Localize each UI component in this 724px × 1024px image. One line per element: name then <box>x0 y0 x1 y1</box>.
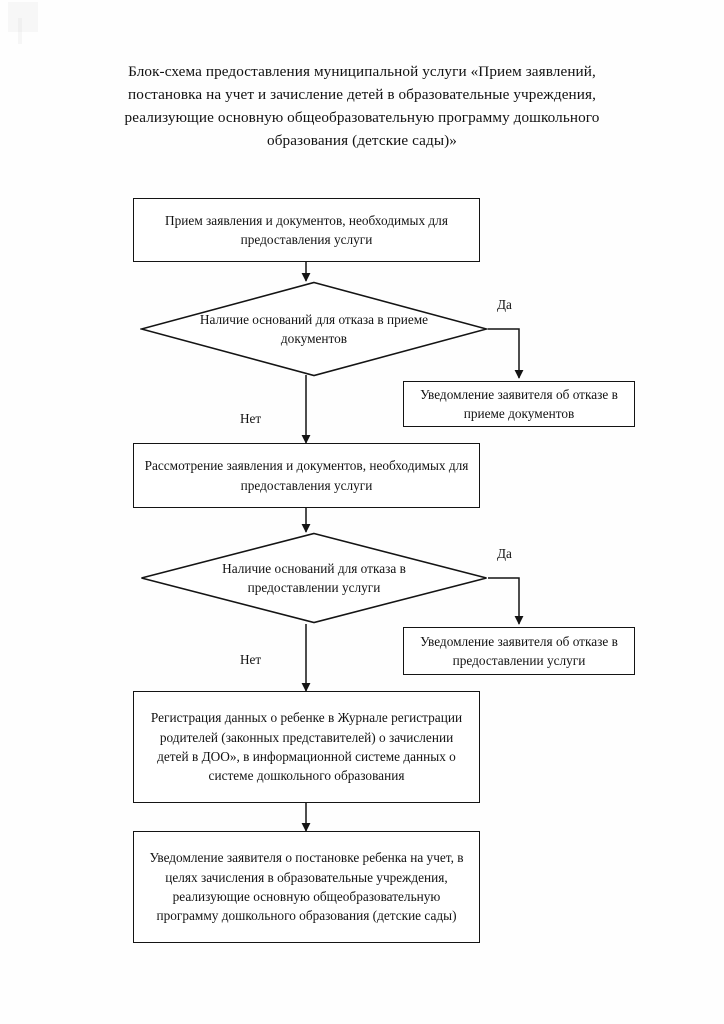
edge-d2-n4 <box>488 577 524 625</box>
edge-label-yes-2: Да <box>497 546 512 561</box>
flow-node-text: Рассмотрение заявления и документов, нео… <box>144 458 469 493</box>
edge-d1-n2 <box>488 328 524 379</box>
edge-label-yes-1: Да <box>497 297 512 312</box>
flow-node-notice-refuse-intake[interactable]: Уведомление заявителя об отказе в приеме… <box>403 381 635 427</box>
title-line-3: реализующие основную общеобразовательную… <box>124 109 600 127</box>
edge-label-no-2: Нет <box>240 652 262 667</box>
flow-node-process-review[interactable]: Рассмотрение заявления и документов, нео… <box>133 443 480 508</box>
flow-node-text: Прием заявления и документов, необходимы… <box>165 212 448 247</box>
flow-node-decision-refuse-service[interactable]: Наличие оснований для отказа в предостав… <box>140 532 488 624</box>
flow-node-process-registration[interactable]: Регистрация данных о ребенке в Журнале р… <box>133 691 480 803</box>
flow-node-text: Регистрация данных о ребенке в Журнале р… <box>150 710 463 784</box>
flow-node-text: Наличие оснований для отказа в предостав… <box>222 560 406 595</box>
diamond-outline <box>140 532 488 624</box>
flow-node-text: Уведомление заявителя об отказе в предос… <box>420 633 618 668</box>
flow-node-text: Наличие оснований для отказа в приеме до… <box>199 311 429 346</box>
page-title: Блок-схема предоставления муниципальной … <box>112 60 612 152</box>
title-line-2: постановка на учет и зачисление детей в … <box>128 86 596 104</box>
title-line-1: Блок-схема предоставления муниципальной … <box>128 63 596 80</box>
edge-label-no-1: Нет <box>240 411 262 426</box>
scan-artifact <box>8 2 38 32</box>
flow-node-text: Уведомление заявителя о постановке ребен… <box>149 850 464 924</box>
flow-node-notice-refuse-service[interactable]: Уведомление заявителя об отказе в предос… <box>403 627 635 675</box>
flow-node-notice-enrollment[interactable]: Уведомление заявителя о постановке ребен… <box>133 831 480 943</box>
flow-node-text: Уведомление заявителя об отказе в приеме… <box>420 386 618 421</box>
scan-artifact <box>18 18 22 44</box>
flow-node-decision-refuse-intake[interactable]: Наличие оснований для отказа в приеме до… <box>140 281 488 377</box>
title-line-4: образования (детские сады)» <box>267 132 457 150</box>
diamond-outline <box>140 281 488 377</box>
flow-node-process-intake[interactable]: Прием заявления и документов, необходимы… <box>133 198 480 262</box>
